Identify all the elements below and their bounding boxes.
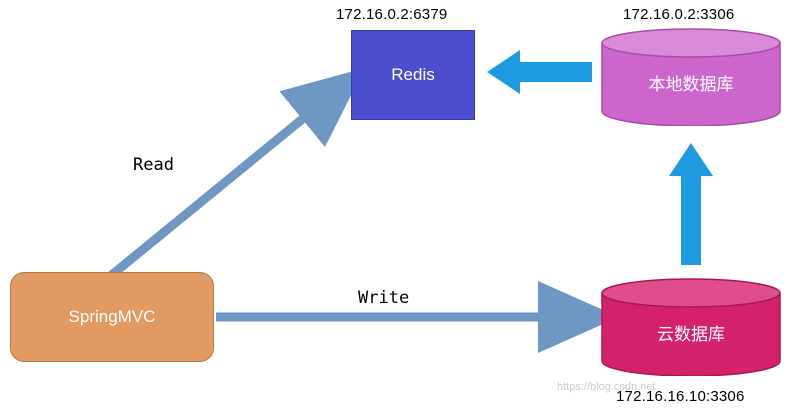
sync-to-redis-edge (487, 50, 592, 94)
read-edge (105, 67, 365, 282)
local-db-cylinder-shape (601, 28, 781, 126)
write-edge-label: Write (358, 288, 410, 308)
read-edge-label: Read (133, 155, 174, 175)
node-cloud-db[interactable]: 云数据库 (601, 278, 781, 376)
node-cloud-db-label: 云数据库 (657, 325, 725, 344)
node-local-db-address: 172.16.0.2:3306 (623, 6, 735, 23)
node-redis-address: 172.16.0.2:6379 (336, 6, 448, 23)
node-local-db[interactable]: 本地数据库 (601, 28, 781, 126)
watermark: https://blog.csdn.net (557, 381, 656, 393)
node-local-db-label: 本地数据库 (648, 75, 734, 94)
node-redis[interactable]: Redis (351, 30, 475, 120)
node-springmvc[interactable]: SpringMVC (10, 272, 214, 362)
sync-to-local-db-edge (669, 143, 713, 265)
node-springmvc-label: SpringMVC (68, 306, 156, 326)
cloud-db-cylinder-shape (601, 278, 781, 376)
node-cloud-db-address: 172.16.16.10:3306 (616, 388, 745, 405)
node-redis-label: Redis (391, 64, 435, 84)
